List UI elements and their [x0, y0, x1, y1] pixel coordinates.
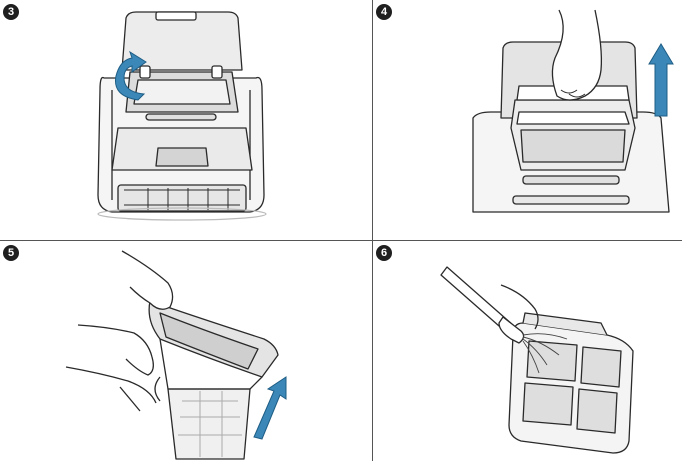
step-6-panel: 6 [373, 241, 682, 461]
lift-up-arrow-icon [254, 377, 286, 439]
step-5-panel: 5 [0, 241, 372, 461]
lift-filter-illustration [373, 0, 682, 240]
rinse-filter-illustration [373, 241, 682, 461]
lift-up-arrow-icon [649, 44, 673, 116]
step-3-panel: 3 [0, 0, 372, 240]
step-4-panel: 4 [373, 0, 682, 240]
robot-open-lid-illustration [0, 0, 372, 240]
open-filter-illustration [0, 241, 372, 461]
